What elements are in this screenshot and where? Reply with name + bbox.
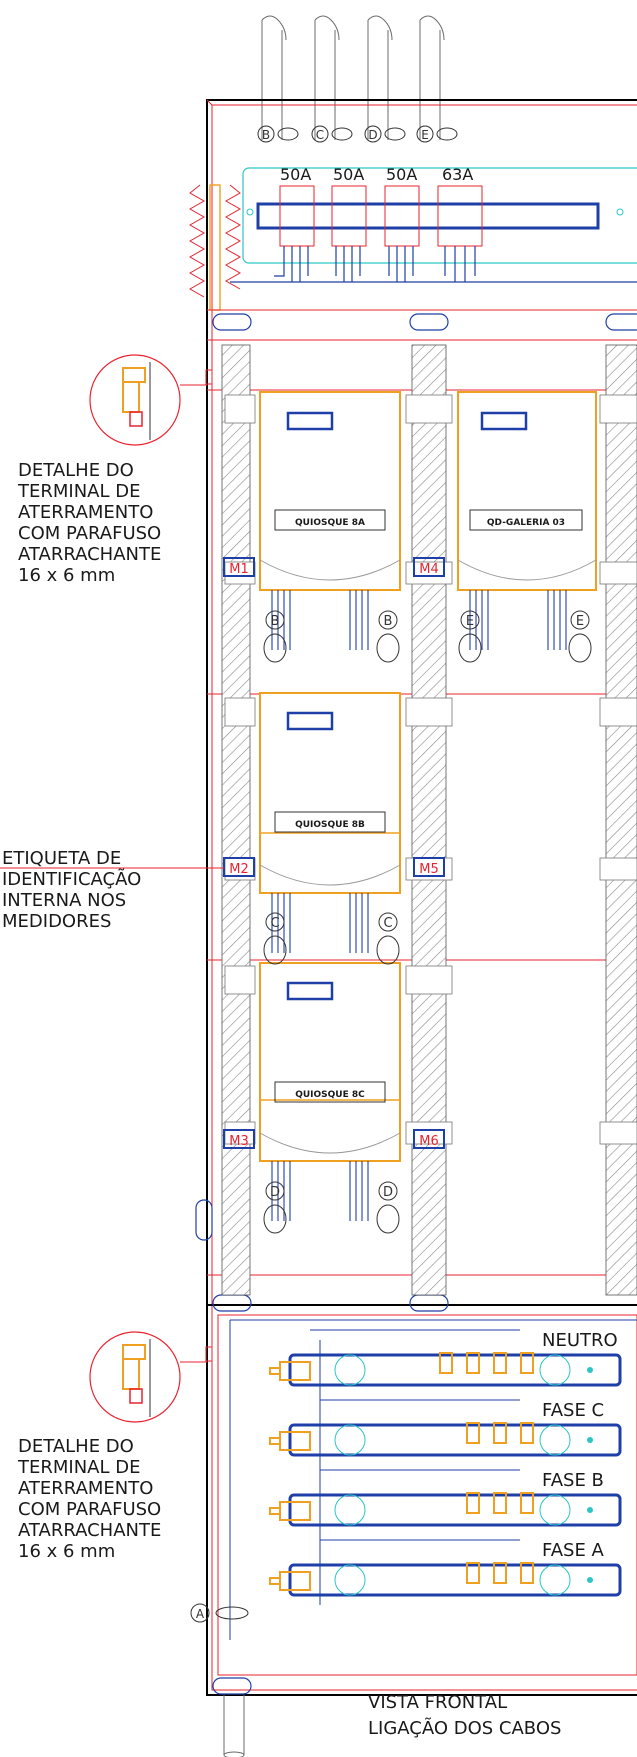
busbar-label: NEUTRO [542, 1330, 618, 1351]
note-line: COM PARAFUSO [18, 1499, 162, 1520]
breakers [279, 185, 483, 247]
meter-8c [259, 962, 401, 1162]
caption-line: VISTA FRONTAL [368, 1692, 508, 1713]
note-line: DETALHE DO [18, 1436, 134, 1457]
diagram-caption: VISTA FRONTAL LIGAÇÃO DOS CABOS [368, 1690, 561, 1742]
meter-8a [259, 391, 401, 591]
note-line: TERMINAL DE [18, 1457, 141, 1478]
cable-id: B [262, 128, 270, 142]
position-tag: M6 [419, 1134, 439, 1149]
top-conduits [261, 15, 445, 140]
meter-8b [259, 692, 401, 894]
busbar-compartment [217, 1314, 637, 1676]
breaker-label: 50A [280, 165, 311, 184]
position-tag: M4 [419, 562, 439, 577]
note-line: ATARRACHANTE [18, 1520, 162, 1541]
cable-id: B [271, 614, 280, 629]
note-line: TERMINAL DE [18, 481, 141, 502]
note-line: IDENTIFICAÇÃO [2, 869, 142, 890]
busbar-label: FASE B [542, 1470, 604, 1491]
cable-id: E [421, 128, 429, 142]
ground-cable-zigzag [188, 184, 206, 298]
meter-tag: QUIOSQUE 8A [295, 518, 365, 528]
breaker-label: 50A [386, 165, 417, 184]
cable-id: C [383, 916, 392, 931]
ground-detail-bottom [89, 1331, 213, 1423]
label-note: ETIQUETA DE IDENTIFICAÇÃO INTERNA NOS ME… [2, 848, 141, 932]
meter-tag: QD-GALERIA 03 [487, 518, 565, 528]
cable-id: C [270, 916, 279, 931]
note-line: ATERRAMENTO [18, 1478, 154, 1499]
position-tag: M5 [419, 862, 439, 877]
position-tag: M1 [229, 562, 249, 577]
ground-terminal-note-bottom: DETALHE DO TERMINAL DE ATERRAMENTO COM P… [18, 1436, 161, 1562]
cable-id: D [368, 128, 377, 142]
note-line: INTERNA NOS [2, 890, 127, 911]
cable-id: D [383, 1185, 393, 1200]
busbar-label: FASE A [542, 1540, 605, 1561]
cable-id-circles [257, 125, 458, 143]
cable-id: B [384, 614, 393, 629]
note-line: ETIQUETA DE [2, 848, 122, 869]
caption-line: LIGAÇÃO DOS CABOS [368, 1718, 562, 1739]
cable-id: D [270, 1185, 280, 1200]
breaker-label: 63A [442, 165, 473, 184]
position-tag: M3 [229, 1134, 249, 1149]
note-line: ATARRACHANTE [18, 544, 162, 565]
panel-frame [206, 99, 637, 1696]
note-line: ATERRAMENTO [18, 502, 154, 523]
cable-id: C [316, 128, 324, 142]
position-tag: M2 [229, 862, 249, 877]
busbar-label: FASE C [542, 1400, 604, 1421]
meter-galeria [457, 391, 597, 591]
busbars [288, 1353, 622, 1597]
note-line: 16 x 6 mm [18, 1541, 116, 1562]
note-line: MEDIDORES [2, 911, 112, 932]
ground-terminal-note-top: DETALHE DO TERMINAL DE ATERRAMENTO COM P… [18, 460, 161, 586]
meter-tag: QUIOSQUE 8C [295, 1090, 365, 1100]
note-line: 16 x 6 mm [18, 565, 116, 586]
ground-detail-top [89, 354, 213, 446]
breaker-label: 50A [333, 165, 364, 184]
incoming-cable-id: A [196, 1607, 205, 1621]
note-line: DETALHE DO [18, 460, 134, 481]
cable-id: E [576, 614, 584, 629]
breaker-panel [242, 167, 637, 264]
cable-id: E [466, 614, 474, 629]
note-line: COM PARAFUSO [18, 523, 162, 544]
meter-tag: QUIOSQUE 8B [295, 820, 365, 830]
